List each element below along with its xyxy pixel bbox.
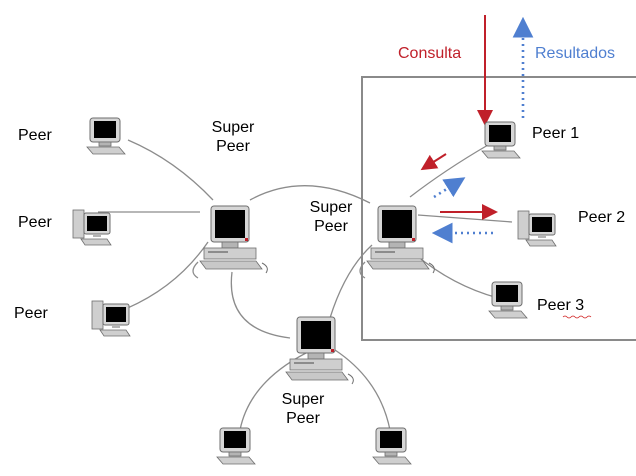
results-label: Resultados: [535, 45, 616, 62]
super-peer-bottom-line1: Super: [281, 391, 325, 408]
peer-left-top-computer: [86, 117, 126, 155]
super-peer-right-label: Super Peer: [296, 198, 366, 236]
cluster-frame: [361, 76, 636, 341]
peer-label-left-bottom: Peer: [14, 305, 48, 322]
network-links: [98, 139, 513, 431]
super-peer-left-line1: Super: [211, 119, 255, 136]
super-peer-left-label: Super Peer: [198, 118, 268, 156]
super-peer-bottom-computer: [285, 316, 354, 385]
peer-left-bottom-computer: [91, 300, 131, 337]
query-label: Consulta: [398, 45, 462, 62]
peer-bottom-left-computer: [216, 427, 256, 465]
super-peer-left-line2: Peer: [216, 138, 250, 155]
peer-2-computer: [517, 210, 557, 247]
super-peer-right-line2: Peer: [314, 218, 348, 235]
super-peer-bottom-line2: Peer: [286, 410, 320, 427]
peer-2-label: Peer 2: [578, 209, 626, 226]
flow-arrows: [420, 15, 534, 244]
super-peer-right-line1: Super: [309, 199, 353, 216]
peer-1-label: Peer 1: [532, 125, 580, 142]
peer-3-label: Peer 3: [537, 297, 585, 314]
peer-bottom-right-computer: [372, 427, 412, 465]
peer-3-computer: [488, 281, 528, 319]
peer-label-left-top: Peer: [18, 127, 52, 144]
super-peer-bottom-label: Super Peer: [268, 390, 338, 428]
peer-left-middle-computer: [72, 209, 112, 246]
peer-1-computer: [481, 121, 521, 159]
super-peer-left-computer: [199, 205, 268, 274]
peer-label-left-middle: Peer: [18, 214, 52, 231]
